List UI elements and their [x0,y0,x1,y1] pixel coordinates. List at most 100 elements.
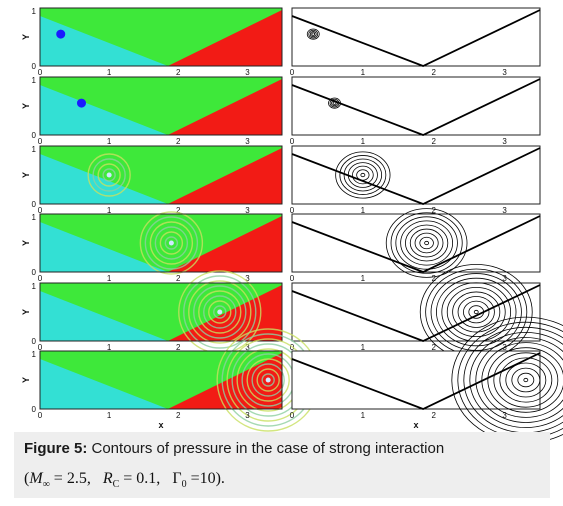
vortex-core [168,240,174,246]
x-tick-label: 3 [245,274,250,283]
x-tick-label: 2 [431,137,436,146]
gamma-value: =10 [186,470,216,487]
x-tick-label: 2 [431,343,436,352]
panel-frame [291,76,541,136]
pressure-contour [523,377,529,383]
panel-frame [291,7,541,67]
y-tick-label: 1 [32,7,37,16]
y-tick-label: 1 [32,213,37,222]
x-tick-label: 2 [431,68,436,77]
x-tick-label: 3 [502,274,507,283]
vortex-core [76,98,86,108]
x-tick-label: 2 [431,274,436,283]
acoustic-wave-ring [149,221,194,265]
x-tick-label: 3 [245,68,250,77]
acoustic-wave-ring [256,368,280,392]
y-tick-label: 0 [32,131,37,140]
x-tick-label: 1 [107,343,112,352]
y-tick-label: 0 [32,405,37,414]
pressure-contour [347,162,378,188]
lower-region [40,85,168,135]
x-tick-label: 1 [361,411,366,420]
x-tick-label: 2 [431,206,436,215]
pressure-contour [360,172,366,178]
x-tick-label: 2 [176,206,181,215]
rc-value: = 0.1, [119,470,161,487]
pressure-contour [308,29,319,39]
rc-sub: C [112,479,120,491]
x-tick-label: 0 [290,137,295,146]
acoustic-wave-ring [102,168,116,182]
rc-symbol: R [102,470,113,487]
lower-region [40,222,168,272]
x-tick-label: 1 [107,206,112,215]
gamma-symbol: Γ [172,470,182,487]
acoustic-wave-ring [213,305,227,319]
pressure-contour [409,228,444,258]
x-tick-label: 0 [38,411,43,420]
panel-frame [291,145,541,205]
pressure-contour [441,282,512,342]
x-tick-label: 0 [38,137,43,146]
pressure-contour [352,165,374,185]
y-axis-label: Y [21,34,31,40]
x-tick-label: 0 [290,411,295,420]
x-tick-label: 0 [290,274,295,283]
x-tick-label: 1 [361,206,366,215]
panel-frame [291,213,541,273]
pressure-contour [499,357,553,403]
pressure-contour [493,352,559,408]
x-tick-label: 3 [502,68,507,77]
right-region [167,10,282,66]
acoustic-wave-ring [198,290,242,334]
y-axis-label: Y [21,377,31,383]
caption-parameters: (M∞ = 2.5, RC = 0.1, Γ0 =10). [24,470,225,491]
right-panel-1 [291,7,541,67]
pressure-contour [395,216,458,270]
pressure-contour [473,309,479,315]
pressure-contour [517,372,535,388]
x-tick-label: 1 [361,343,366,352]
panel-frame [291,282,541,342]
x-tick-label: 2 [176,137,181,146]
right-panel-6 [291,316,563,444]
x-tick-label: 3 [245,343,250,352]
x-tick-label: 3 [245,137,250,146]
pressure-contour [339,155,387,195]
y-tick-label: 1 [32,350,37,359]
caption-text: Contours of pressure in the case of stro… [87,440,445,457]
acoustic-wave-ring [92,158,126,192]
pressure-contour [329,98,340,108]
vortex-core [56,29,66,39]
shock-line [291,284,541,342]
pressure-contour [469,332,563,428]
acoustic-wave-ring [183,275,257,349]
right-region [167,216,282,272]
right-panel-3 [291,145,541,205]
shock-line [291,215,541,273]
x-tick-label: 1 [107,137,112,146]
y-tick-label: 1 [32,76,37,85]
acoustic-wave-ring [139,211,204,275]
caption-title: Figure 5: Contours of pressure in the ca… [24,440,444,457]
panel-frame [39,282,283,342]
caption-label: Figure 5: [24,440,88,457]
pressure-contour [385,208,468,278]
y-axis-label: Y [21,240,31,246]
y-tick-label: 0 [32,200,37,209]
x-tick-label: 2 [176,274,181,283]
mach-value: = 2.5, [49,470,91,487]
pressure-contour [505,362,547,398]
pressure-contour [463,300,490,324]
x-tick-label: 0 [38,68,43,77]
acoustic-wave-ring [193,285,247,339]
acoustic-wave-ring [261,373,275,387]
pressure-contour [419,236,434,250]
pressure-contour [332,101,337,105]
y-tick-label: 0 [32,268,37,277]
